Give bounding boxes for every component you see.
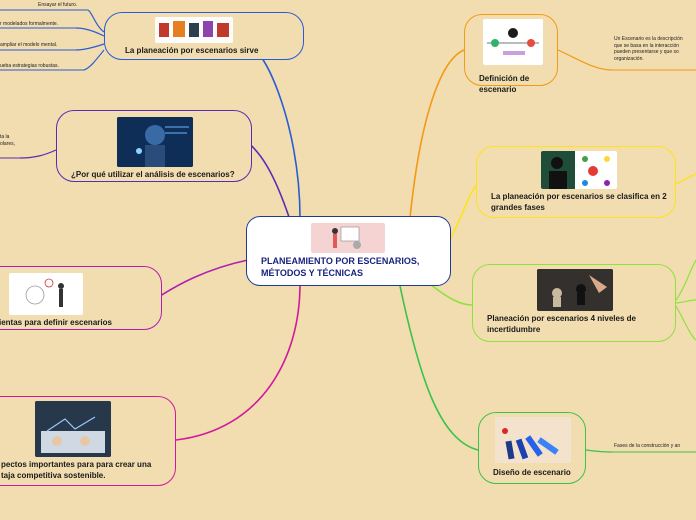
subitem-text: ueba estrategias robustas. (0, 63, 59, 69)
node-aspectos-importantes[interactable]: pectos importantes para para crear una t… (0, 396, 176, 486)
team-meeting-illustration (155, 17, 233, 43)
node-planeacion-sirve[interactable]: La planeación por escenarios sirve (104, 12, 304, 60)
node-label: Definición de escenario (479, 74, 530, 94)
center-node[interactable]: PLANEAMIENTO POR ESCENARIOS, MÉTODOS Y T… (246, 216, 451, 286)
subitem-text: r modelados formalmente. (0, 21, 59, 27)
node-label: pectos importantes para para crear una t… (1, 460, 152, 480)
node-label: ¿Por qué utilizar el análisis de escenar… (71, 170, 235, 179)
hands-on-laptop-photo (35, 401, 111, 457)
node-definicion-escenario[interactable]: Definición de escenario (464, 14, 558, 94)
node-herramientas[interactable]: ientas para definir escenarios (0, 266, 162, 330)
whiteboard-planning-illustration (9, 273, 83, 315)
node-label: Diseño de escenario (493, 468, 571, 477)
node-dos-grandes-fases[interactable]: La planeación por escenarios se clasific… (476, 146, 676, 218)
thinking-person-icons (541, 151, 617, 189)
node-label: La planeación por escenarios sirve (125, 46, 259, 55)
node-diseno-escenario[interactable]: Diseño de escenario (478, 412, 586, 484)
presenter-illustration (311, 223, 385, 253)
digital-hand-photo (117, 117, 193, 167)
node-por-que-utilizar[interactable]: ¿Por qué utilizar el análisis de escenar… (56, 110, 252, 182)
subitem-text: ampliar el modelo mental. (0, 42, 58, 48)
node-label: ientas para definir escenarios (0, 318, 112, 327)
node-label: La planeación por escenarios se clasific… (491, 192, 667, 212)
note-text: Un Escenario es la descripción que se ba… (614, 36, 683, 62)
timeline-diagram-illustration (483, 19, 543, 65)
falling-dominoes-illustration (495, 417, 571, 463)
node-label: Planeación por escenarios 4 niveles de i… (487, 314, 636, 334)
note-text: ta la olares, (0, 134, 16, 147)
note-text: Fases de la construcción y an (614, 443, 681, 449)
node-cuatro-niveles[interactable]: Planeación por escenarios 4 niveles de i… (472, 264, 676, 342)
subitem-text: Ensayar el futuro. (38, 2, 78, 8)
chess-hand-photo (537, 269, 613, 311)
center-title: PLANEAMIENTO POR ESCENARIOS, MÉTODOS Y T… (261, 256, 420, 278)
